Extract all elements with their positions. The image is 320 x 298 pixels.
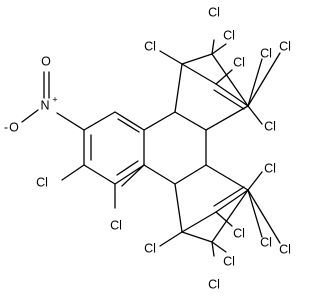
bond bbox=[117, 118, 140, 133]
bond bbox=[215, 83, 249, 107]
bond bbox=[83, 164, 116, 185]
bond bbox=[205, 105, 249, 131]
cl-bot-bridgehead-label: Cl bbox=[264, 161, 276, 175]
bond bbox=[181, 231, 213, 243]
bond bbox=[181, 63, 217, 85]
bond bbox=[247, 52, 281, 107]
bond bbox=[61, 164, 85, 181]
cl-top-b-label: Cl bbox=[223, 28, 235, 42]
bond bbox=[215, 211, 233, 227]
bond bbox=[174, 183, 183, 233]
cl-top-right-label: Cl bbox=[279, 39, 291, 53]
bond bbox=[181, 53, 213, 65]
nitro-o-top-label: O bbox=[41, 54, 51, 68]
bond bbox=[121, 164, 145, 187]
bond bbox=[56, 112, 85, 131]
central-ring bbox=[143, 111, 207, 185]
bond bbox=[211, 241, 227, 253]
bond bbox=[174, 63, 183, 113]
bond bbox=[213, 186, 245, 207]
bond bbox=[247, 171, 263, 191]
bond bbox=[211, 53, 249, 107]
cl-top-d-label: Cl bbox=[233, 55, 245, 69]
cl-ring-lower-label: Cl bbox=[110, 218, 122, 232]
bond bbox=[247, 189, 281, 244]
bond bbox=[247, 105, 263, 125]
bond bbox=[143, 111, 176, 131]
cl-bot-left-label: Cl bbox=[144, 241, 156, 255]
cl-top-left-label: Cl bbox=[144, 39, 156, 53]
bond bbox=[114, 164, 145, 185]
bond bbox=[213, 89, 245, 110]
bond bbox=[215, 189, 249, 213]
cl-top-bridgehead-label: Cl bbox=[264, 119, 276, 133]
bond bbox=[116, 160, 139, 176]
nitro-n-label: N bbox=[40, 98, 49, 112]
bond bbox=[159, 231, 183, 247]
bond bbox=[211, 39, 215, 55]
cl-top-c-label: Cl bbox=[260, 46, 272, 60]
bottom-bicyclic-cage bbox=[121, 164, 281, 257]
bond bbox=[211, 43, 227, 55]
bond bbox=[143, 164, 176, 185]
nitro-group: N + O O - bbox=[4, 54, 58, 134]
cl-bot-a-label: Cl bbox=[208, 277, 220, 291]
cl-ring-upper-label: Cl bbox=[36, 175, 48, 189]
cl-bot-d-label: Cl bbox=[233, 226, 245, 240]
bond bbox=[159, 50, 183, 65]
cl-bot-right-label: Cl bbox=[279, 242, 291, 256]
bond bbox=[174, 111, 207, 131]
chemical-structure-drawing: N + O O - Cl Cl Cl Cl Cl Cl Cl Cl Cl Cl … bbox=[4, 5, 291, 291]
bond bbox=[247, 189, 263, 238]
nitro-plus-label: + bbox=[52, 94, 57, 104]
bond bbox=[215, 69, 233, 85]
chlorine-labels: Cl Cl Cl Cl Cl Cl Cl Cl Cl Cl Cl Cl Cl C… bbox=[36, 5, 291, 291]
bond bbox=[211, 189, 249, 243]
aromatic-ring bbox=[83, 111, 145, 185]
structure-canvas: N + O O - Cl Cl Cl Cl Cl Cl Cl Cl Cl Cl … bbox=[4, 5, 291, 291]
nitro-o-minus-label: O bbox=[9, 120, 19, 134]
bond bbox=[205, 164, 249, 191]
top-bicyclic-cage bbox=[159, 39, 281, 131]
bond bbox=[83, 111, 116, 131]
cl-top-a-label: Cl bbox=[208, 5, 220, 19]
bond bbox=[181, 211, 217, 233]
bond bbox=[247, 58, 263, 107]
cl-bot-b-label: Cl bbox=[223, 254, 235, 268]
nitro-minus-label: - bbox=[4, 120, 8, 134]
bond bbox=[211, 241, 215, 257]
substituent-bonds bbox=[21, 71, 116, 209]
bond bbox=[174, 164, 207, 185]
bond bbox=[114, 111, 145, 131]
cl-bot-c-label: Cl bbox=[260, 235, 272, 249]
bond bbox=[21, 109, 39, 123]
